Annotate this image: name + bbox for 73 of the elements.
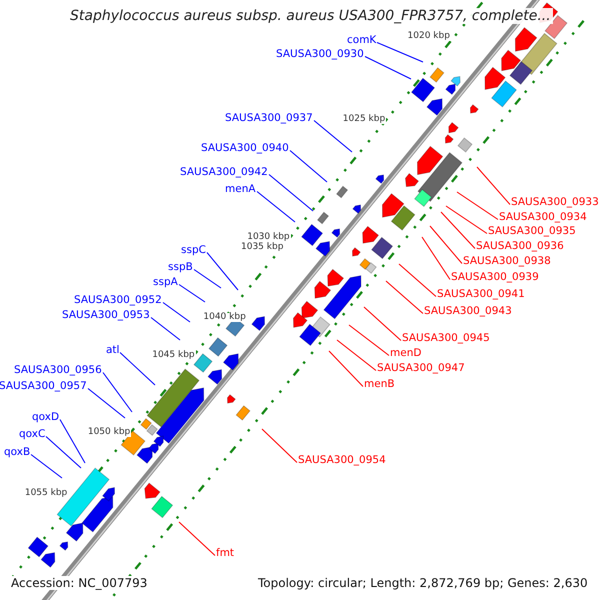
gene-label: sspA [153,276,178,287]
leader-line [150,317,180,340]
leader-line [476,166,510,205]
scale-label: 1020 kbp [406,32,451,41]
gene-label: menD [390,348,422,358]
leader-line [336,340,376,371]
leader-line [440,212,476,249]
gene-label: SAUSA300_0938 [463,256,551,266]
leader-line [256,191,296,222]
leader-line [376,42,424,62]
leader-line [328,350,364,387]
leader-line [178,522,216,556]
gene-label: SAUSA300_0954 [298,454,386,465]
gene-label: SAUSA300_0945 [402,332,490,343]
leader-line [290,150,328,182]
gene-label: SAUSA300_0956 [14,364,102,375]
gene-label: SAUSA300_0935 [488,226,576,236]
footer-text: Accession: NC_007793 [9,576,150,590]
gene-label: fmt [216,548,234,558]
leader-line [30,454,62,478]
leader-line [348,324,390,356]
leader-line [386,280,424,314]
gene-label: atl [106,344,120,355]
leader-line [88,388,126,418]
scale-label: 1055 kbp [24,489,68,498]
leader-line [46,436,82,468]
gene-label: qoxC [19,428,46,439]
scale-label: 1025 kbp [342,115,386,124]
leader-line [206,252,238,290]
leader-line [314,120,352,152]
leader-line [430,226,462,264]
footer-text: Topology: circular; Length: 2,872,769 bp; Genes: 2,630 [256,576,590,590]
gene-label: SAUSA300_0936 [476,240,564,251]
leader-line [178,284,206,302]
leader-line [364,306,402,341]
leader-line [456,192,498,220]
gene-label: SAUSA300_0933 [511,196,599,207]
gene-label: SAUSA300_0934 [499,212,587,222]
gene-label: SAUSA300_0943 [424,306,512,316]
leader-line [446,206,488,234]
gene-label: sspC [181,244,206,255]
gene-label: menB [364,378,395,389]
gene-label: SAUSA300_0952 [74,294,162,305]
leader-line [364,56,412,80]
scale-label: 1040 kbp [202,313,247,322]
leader-line [102,372,132,412]
scale-label: 1050 kbp [86,428,132,438]
leader-line [268,174,314,212]
gene-label: SAUSA300_0953 [62,310,150,320]
leader-line [162,302,190,322]
gene-label: qoxB [4,446,30,457]
scale-label: 1045 kbp [151,351,196,360]
gene-label: sspB [168,262,193,272]
gene-label: SAUSA300_0937 [225,112,313,123]
gene-label: SAUSA300_0942 [180,166,268,177]
leader-line [60,419,86,464]
gene-label: comK [347,34,376,45]
leader-line [120,352,156,386]
gene-label: SAUSA300_0930 [276,48,364,59]
gene-label: qoxD [32,412,60,422]
leader-line [422,236,450,280]
scale-label: 1035 kbp [240,243,284,252]
title-text: Staphylococcus aureus subsp. aureus USA300_FPR3757, complete... [68,8,553,24]
gene-label: SAUSA300_0940 [201,142,289,153]
gene-label: menA [225,184,256,194]
leader-line [262,428,298,463]
gene-label: SAUSA300_0941 [437,288,525,299]
gene-label: SAUSA300_0939 [451,272,539,282]
gene-label: SAUSA300_0957 [0,380,87,391]
gene-label: SAUSA300_0947 [377,362,465,373]
scale-label: 1030 kbp [246,233,291,242]
leader-line [194,269,222,288]
leader-line [398,264,436,297]
